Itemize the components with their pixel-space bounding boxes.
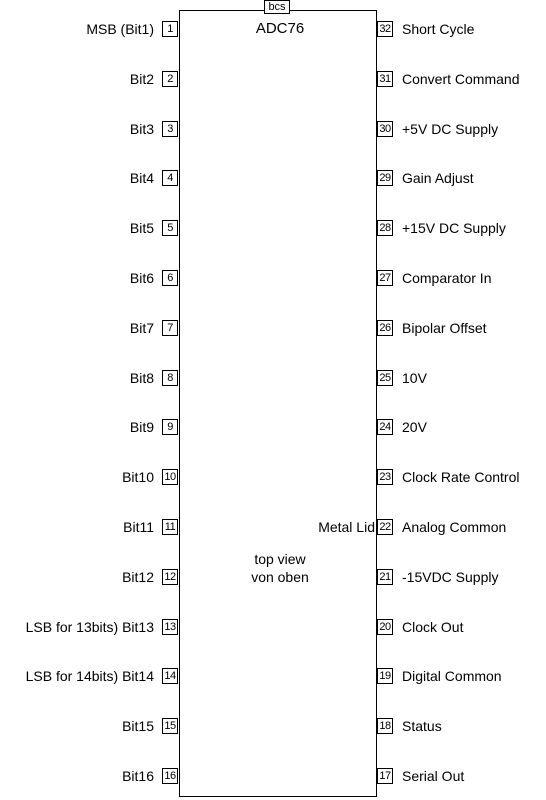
pin-number-10: 10: [162, 469, 178, 485]
pin-label-20: Clock Out: [402, 619, 464, 635]
pin-label-24: 20V: [402, 419, 427, 435]
pin-number-27: 27: [377, 270, 393, 286]
pin-label-17: Serial Out: [402, 768, 465, 784]
pin-label-2: Bit2: [129, 71, 154, 87]
pin-number-2: 2: [162, 71, 178, 87]
pin-number-30: 30: [377, 121, 393, 137]
pin-label-26: Bipolar Offset: [402, 320, 487, 336]
pin-number-21: 21: [377, 569, 393, 585]
pin-number-20: 20: [377, 619, 393, 635]
pin-label-9: Bit9: [129, 419, 154, 435]
pin-label-13: LSB for 13bits) Bit13: [25, 619, 154, 635]
pin-label-1: MSB (Bit1): [86, 21, 154, 37]
pin-label-8: Bit8: [129, 370, 154, 386]
pin-number-22: 22: [377, 519, 393, 535]
pin-number-32: 32: [377, 21, 393, 37]
pin-number-18: 18: [377, 718, 393, 734]
pin-number-19: 19: [377, 668, 393, 684]
pin-number-13: 13: [162, 619, 178, 635]
pin-number-1: 1: [162, 21, 178, 37]
pin-label-3: Bit3: [129, 121, 154, 137]
pin-number-14: 14: [162, 668, 178, 684]
pin-number-24: 24: [377, 419, 393, 435]
pin-number-12: 12: [162, 569, 178, 585]
pin-label-16: Bit16: [122, 768, 154, 784]
pin-label-11: Bit11: [123, 519, 154, 535]
pin-number-17: 17: [377, 768, 393, 784]
pin-label-15: Bit15: [122, 718, 154, 734]
view-note-line2: von oben: [251, 569, 309, 585]
pin-label-22: Analog Common: [402, 519, 507, 535]
pin-label-29: Gain Adjust: [402, 170, 474, 186]
pin-number-23: 23: [377, 469, 393, 485]
pin-number-28: 28: [377, 220, 393, 236]
pin-label-7: Bit7: [129, 320, 154, 336]
pin-number-29: 29: [377, 170, 393, 186]
pin-label-5: Bit5: [129, 220, 154, 236]
pin-label-14: LSB for 14bits) Bit14: [25, 668, 154, 684]
pin-label-31: Convert Command: [402, 71, 520, 87]
pin-number-4: 4: [162, 170, 178, 186]
pin-label-32: Short Cycle: [402, 21, 475, 37]
pin-number-16: 16: [162, 768, 178, 784]
pin-label-10: Bit10: [122, 469, 154, 485]
pin-number-9: 9: [162, 419, 178, 435]
pin-label-25: 10V: [402, 370, 427, 386]
pin-label-23: Clock Rate Control: [402, 469, 520, 485]
pin-label-28: +15V DC Supply: [402, 220, 506, 236]
chip-body: [179, 10, 377, 797]
pin-label-27: Comparator In: [402, 270, 492, 286]
pin-label-12: Bit12: [122, 569, 154, 585]
pin-number-31: 31: [377, 71, 393, 87]
chip-notch-label: bcs: [264, 0, 290, 14]
pin-number-26: 26: [377, 320, 393, 336]
pin-number-8: 8: [162, 370, 178, 386]
view-note-line1: top view: [254, 551, 306, 567]
pin-label-6: Bit6: [129, 270, 154, 286]
pin-number-5: 5: [162, 220, 178, 236]
pin-number-6: 6: [162, 270, 178, 286]
pin-label-21: -15VDC Supply: [402, 569, 499, 585]
pin-number-11: 11: [162, 519, 178, 535]
pin-number-7: 7: [162, 320, 178, 336]
pin-number-3: 3: [162, 121, 178, 137]
pin-label-30: +5V DC Supply: [402, 121, 499, 137]
pin-label-18: Status: [402, 718, 442, 734]
chip-name: ADC76: [255, 20, 305, 37]
metal-lid-label: Metal Lid: [318, 519, 375, 535]
pin-number-25: 25: [377, 370, 393, 386]
pin-label-4: Bit4: [129, 170, 154, 186]
pin-number-15: 15: [162, 718, 178, 734]
pin-label-19: Digital Common: [402, 668, 502, 684]
